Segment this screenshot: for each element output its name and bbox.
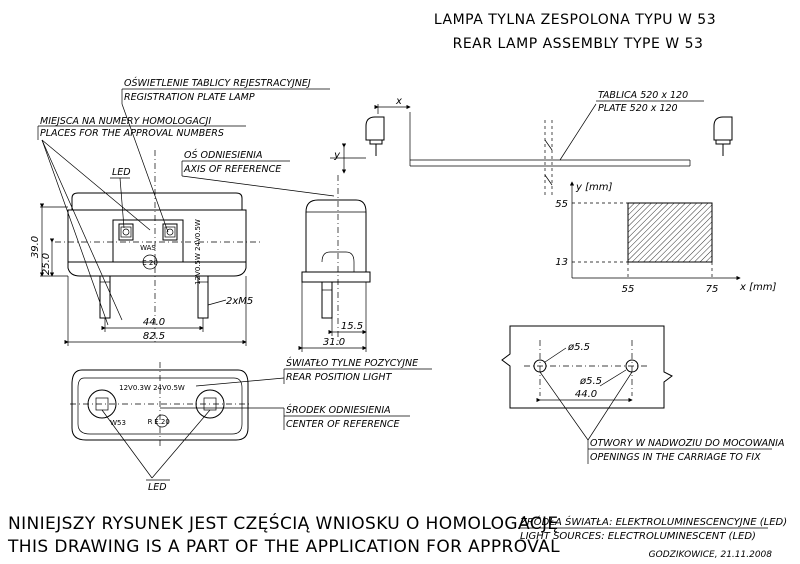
label-openings: OTWORY W NADWOZIU DO MOCOWANIA OPENINGS … (587, 438, 785, 464)
bottom-view: 12V0.3W 24V0.5W W53 R E 20 (70, 362, 285, 446)
label-approval-pl: MIEJSCA NA NUMERY HOMOLOGACJI (40, 116, 211, 127)
r-mark: R (148, 418, 153, 426)
label-plate-pl: TABLICA 520 x 120 (598, 90, 688, 101)
dim-width-44: 44.0 (143, 317, 165, 328)
label-led-bottom: LED (101, 409, 211, 493)
label-plate-en: PLATE 520 x 120 (598, 103, 678, 114)
label-led-top-text: LED (112, 167, 131, 178)
mount-x-label: x (395, 96, 402, 107)
label-rear-position-light: ŚWIATŁO TYLNE POZYCYJNE REAR POSITION LI… (283, 357, 432, 384)
label-center-pl: ŚRODEK ODNIESIENIA (286, 404, 391, 416)
front-view: WAS E 20 12V0.5W 24V0.5W 39.0 25.0 44.0 … (30, 150, 260, 346)
label-rear-pos-en: REAR POSITION LIGHT (286, 372, 393, 383)
label-axis-of-reference: OŚ ODNIESIENIA AXIS OF REFERENCE (181, 149, 335, 197)
label-registration-plate-lamp: OŚWIETLENIE TABLICY REJESTRACYJNEJ REGIS… (121, 77, 330, 233)
graph-x-tick-75: 75 (706, 284, 719, 295)
dim-width-825: 82.5 (143, 331, 165, 342)
dim-height-39: 39.0 (30, 236, 41, 258)
label-rear-pos-pl: ŚWIATŁO TYLNE POZYCYJNE (286, 357, 418, 369)
hole-dia-a: ø5.5 (567, 342, 590, 353)
label-reg-plate-pl: OŚWIETLENIE TABLICY REJESTRACYJNEJ (124, 77, 311, 89)
graph-x-axis-label: x [mm] (739, 282, 776, 293)
w53-mark: W53 (110, 419, 126, 427)
e20-mark-top: E 20 (142, 259, 158, 267)
dim-depth-31: 31.0 (323, 337, 345, 348)
footer-line-pl: NINIEJSZY RYSUNEK JEST CZĘŚCIĄ WNIOSKU O… (8, 512, 559, 534)
title-line-pl: LAMPA TYLNA ZESPOLONA TYPU W 53 (434, 12, 716, 28)
label-approval-en: PLACES FOR THE APPROVAL NUMBERS (40, 128, 224, 139)
side-voltage-mark: 12V0.5W 24V0.5W (194, 219, 202, 285)
graph-y-tick-13: 13 (555, 257, 568, 268)
mount-y-label: y (333, 150, 341, 161)
light-sources-en: LIGHT SOURCES: ELECTROLUMINESCENT (LED) (520, 531, 756, 542)
drawing-title: LAMPA TYLNA ZESPOLONA TYPU W 53 REAR LAM… (434, 12, 716, 52)
bottom-voltage-mark: 12V0.3W 24V0.5W (119, 384, 185, 392)
dim-depth-155: 15.5 (341, 321, 363, 332)
place-date: GODZIKOWICE, 21.11.2008 (649, 550, 773, 560)
label-openings-en: OPENINGS IN THE CARRIAGE TO FIX (590, 452, 761, 463)
footer-line-en: THIS DRAWING IS A PART OF THE APPLICATIO… (7, 537, 560, 557)
hole-spacing: 44.0 (575, 389, 597, 400)
label-plate-size: TABLICA 520 x 120 PLATE 520 x 120 (596, 90, 704, 114)
label-axis-pl: OŚ ODNIESIENIA (184, 149, 262, 161)
light-sources-pl: ŹRÓDŁA ŚWIATŁA: ELEKTROLUMINESCENCYJNE (… (519, 515, 787, 528)
footer: NINIEJSZY RYSUNEK JEST CZĘŚCIĄ WNIOSKU O… (7, 512, 787, 560)
title-line-en: REAR LAMP ASSEMBLY TYPE W 53 (453, 36, 704, 52)
label-led-bottom-text: LED (148, 482, 167, 493)
label-reg-plate-en: REGISTRATION PLATE LAMP (124, 92, 255, 103)
mount-sketch: x y (330, 96, 733, 195)
hatched-area (627, 202, 713, 263)
label-center-of-reference: ŚRODEK ODNIESIENIA CENTER OF REFERENCE (283, 404, 410, 430)
graph-x-tick-55: 55 (622, 284, 635, 295)
dim-height-25: 25.0 (41, 253, 52, 275)
label-openings-pl: OTWORY W NADWOZIU DO MOCOWANIA (590, 438, 785, 449)
mounting-holes-view: ø5.5 ø5.5 44.0 (501, 325, 673, 441)
side-view: 15.5 31.0 (298, 175, 371, 352)
e20-mark-bottom: E 20 (154, 418, 170, 426)
graph-y-axis-label: y [mm] (575, 182, 612, 193)
label-approval-places: MIEJSCA NA NUMERY HOMOLOGACJI PLACES FOR… (37, 116, 246, 326)
hole-dia-b: ø5.5 (579, 376, 602, 387)
dim-thread-m5: 2xM5 (226, 296, 253, 307)
was-mark: WAS (140, 244, 156, 252)
graph-y-tick-55: 55 (555, 199, 568, 210)
label-led-top: LED (110, 167, 131, 229)
label-axis-en: AXIS OF REFERENCE (183, 164, 281, 175)
label-center-en: CENTER OF REFERENCE (286, 419, 400, 430)
position-graph: y [mm] x [mm] 55 13 55 75 (555, 181, 776, 295)
